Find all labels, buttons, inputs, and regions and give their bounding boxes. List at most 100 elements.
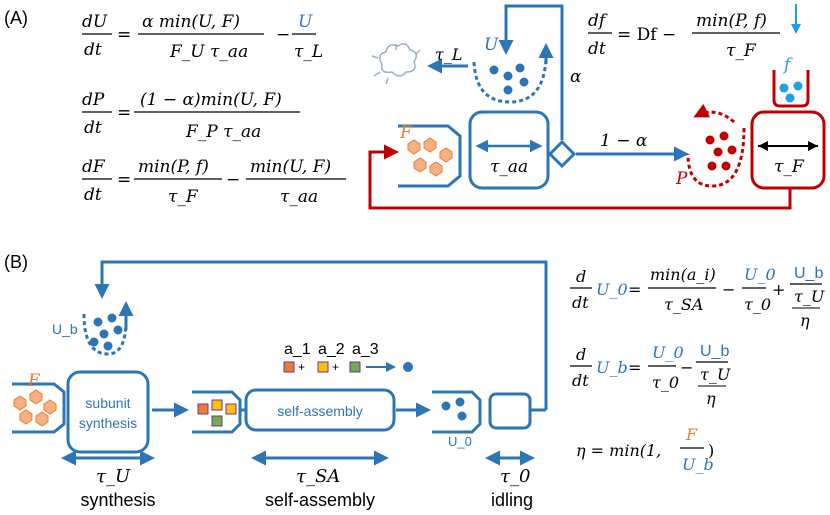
eqU0-var: U_0 [596,280,628,299]
eqU0-d: d [576,267,586,286]
F-label-a: F [399,123,413,143]
eq2-lhs-num: dP [82,90,105,110]
product-particle [403,362,413,372]
eq1-lhs-den: dt [84,40,102,60]
synthesis-label: synthesis [80,490,155,510]
eq4-num: min(P, f) [696,11,767,31]
eq1-lhs-num: dU [82,12,108,32]
equation-dUb: d dt U_b = U_0 τ_0 − U_b τ_U η [570,343,731,408]
a2-label: a_2 [318,341,345,358]
eq4-equals: = Df − [617,25,676,45]
Ub-pool-bowl [82,313,128,356]
equation-df: df dt = Df − min(P, f) τ_F [588,11,780,61]
Ub-particles [89,313,123,351]
idling-box [488,392,532,430]
eqU0-den1: τ_SA [664,295,703,314]
tau-L-label: τ_L [435,45,462,64]
self-assembly-label: self-assembly [265,490,375,510]
eq2-num: (1 − α)min(U, F) [140,90,282,110]
tau-SA-label: τ_SA [296,466,340,487]
eqUb-den1: τ_0 [652,373,679,392]
one-minus-alpha-label: 1 − α [600,131,648,151]
eq3-den2: τ_aa [280,187,318,207]
eq1-minus: − [276,25,290,45]
P-pool-bowl [686,127,746,188]
eta-close: ) [708,441,714,460]
eqUb-den2a: τ_U [700,365,731,384]
F-hexagons-b [13,389,57,427]
reaction-subunits: + + [283,360,361,374]
self-assembly-box [244,388,396,432]
equation-dU: dU dt = α min(U, F) F_U τ_aa − U τ_L [82,12,323,62]
eta-den: U_b [682,455,714,474]
eq3-num: min(P, f) [138,157,209,177]
eq1-num2: U [298,12,313,32]
mixed-subunits [197,399,237,427]
eq3-equals: = [117,170,131,190]
eqUb-minus: − [680,358,693,377]
P-particles [705,131,737,171]
eqUb-num2: U_b [700,343,729,360]
eqUb-num1: U_0 [652,343,684,362]
U0-container [432,390,482,434]
recycle-loop [94,260,548,410]
eq1-den2: τ_L [294,42,323,62]
eq1-equals: = [117,25,131,45]
eq4-den: τ_F [726,41,757,61]
panel-b-label: (B) [4,252,28,272]
eqUb-d: d [576,345,586,364]
eqU0-minus: − [722,280,735,299]
eqU0-dt: dt [572,293,589,312]
synthesis-box-label: synthesis [79,415,137,431]
P-pool-arrow [693,103,735,124]
eq3-minus: − [226,170,240,190]
eqU0-den3a: τ_U [794,287,825,306]
eq3-lhs-num: dF [82,157,106,177]
F-hexagons-a [407,137,453,177]
branch-diamond [547,139,577,169]
subunit-synthesis-box [66,370,150,454]
F-label-b: F [27,371,41,391]
U-label: U [484,35,499,55]
equation-eta: η = min(1, F U_b ) [576,425,714,474]
eq1-num: α min(U, F) [142,12,240,32]
eq3-den: τ_F [168,187,199,207]
equation-dU0: d dt U_0 = min(a_i) τ_SA − U_0 τ_0 + U_b… [570,265,825,330]
a1-label: a_1 [284,341,311,358]
subunit-label: subunit [85,395,130,411]
equation-dP: dP dt = (1 − α)min(U, F) F_P τ_aa [82,90,300,142]
tau-F-box [750,110,826,190]
plus-2: + [332,360,339,374]
alpha-flow-line [498,4,564,140]
eq1-den: F_U τ_aa [169,42,248,62]
eta-lhs: η = min(1, [576,441,661,460]
tau-aa-box [468,110,550,190]
tau-aa-label: τ_aa [490,157,528,177]
eqUb-var: U_b [596,358,628,377]
f-particles [779,81,803,103]
panel-a-label: (A) [4,8,28,28]
F-return-loop [368,144,792,210]
eqUb-equals: = [628,358,641,377]
reaction-labels: a_1 a_2 a_3 [284,341,379,358]
subunit-container [192,390,242,434]
tau-F-label: τ_F [774,157,805,177]
U0-label: U_0 [448,434,472,449]
Ub-label: U_b [52,321,78,337]
F-container-a [398,124,462,188]
eqU0-num3: U_b [794,265,823,282]
degradation-cloud-icon [371,43,421,85]
plus-1: + [298,360,305,374]
U-particles [489,63,529,95]
tau-0-label: τ_0 [500,466,530,487]
self-assembly-box-label: self-assembly [277,403,363,419]
eqU0-den3b: η [800,311,810,330]
U0-particles [441,397,467,421]
eq3-num2: min(U, F) [250,157,331,177]
equation-dF: dF dt = min(P, f) τ_F − min(U, F) τ_aa [82,157,346,207]
f-label: f [782,55,793,75]
tau-U-label: τ_U [96,466,131,487]
eq4-lhs-num: df [588,11,608,31]
eqU0-num1: min(a_i) [650,265,716,284]
a3-label: a_3 [352,341,379,358]
